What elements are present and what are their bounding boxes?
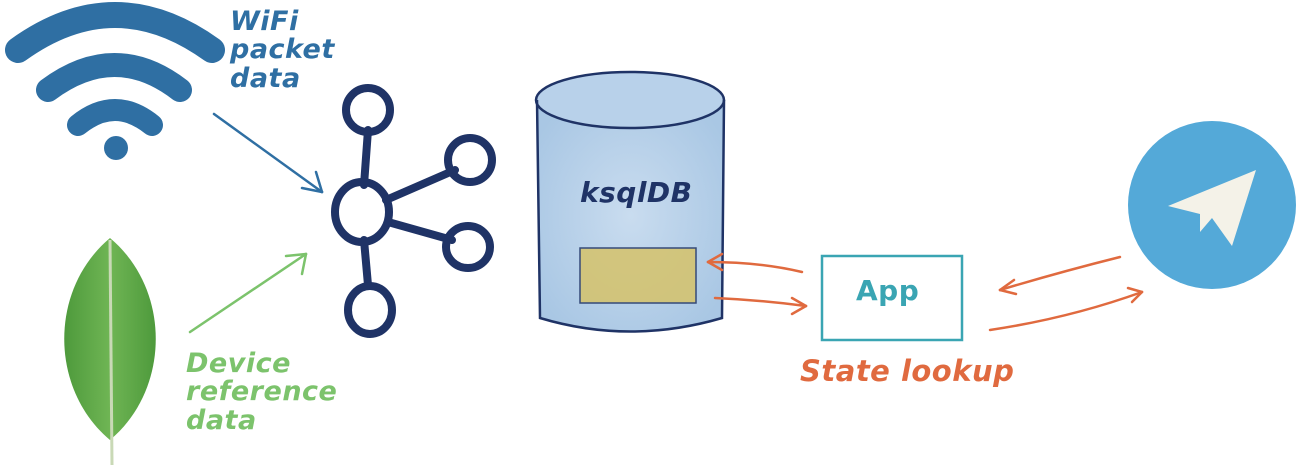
device-to-kafka-arrow [188,252,308,334]
device-label-line-3: data [186,404,257,436]
device-reference-data-label: Device reference data [186,348,338,436]
telegram-to-app-arrow [998,255,1122,296]
device-label-line-2: reference [186,376,338,408]
kafka-icon [331,84,496,338]
wifi-label-line-3: data [230,62,301,94]
wifi-packet-data-label: WiFi packet data [230,6,335,94]
app-label: App [856,274,920,307]
ksqldb-to-app-arrow [713,296,808,316]
state-lookup-label: State lookup [800,354,1015,388]
app-to-ksqldb-arrow [706,252,804,274]
wifi-icon [5,2,225,160]
wifi-label-line-2: packet [230,34,335,66]
device-label-line-1: Device [186,348,291,379]
ksqldb-database-icon [534,70,726,333]
telegram-icon [1128,121,1296,289]
app-box [820,254,964,342]
wifi-to-kafka-arrow [212,112,324,194]
wifi-label-line-1: WiFi [230,6,299,37]
ksqldb-label: ksqlDB [580,176,693,209]
app-to-telegram-arrow [988,286,1144,332]
state-store [579,247,697,304]
mongodb-leaf-icon [64,238,156,466]
